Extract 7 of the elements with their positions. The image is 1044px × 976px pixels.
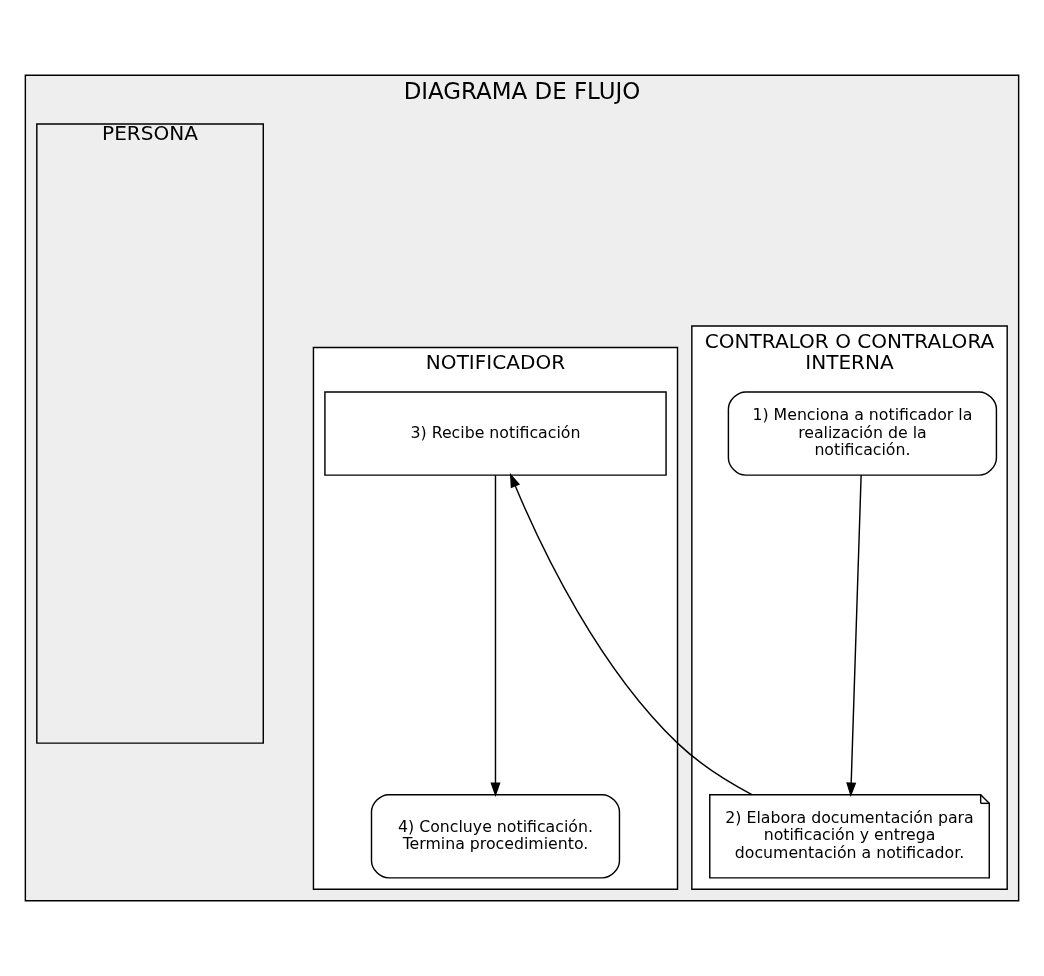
arrow <box>509 473 753 796</box>
arrow <box>490 474 501 797</box>
node-box: 1) Menciona a notificador la realización de la notificación. <box>727 391 998 476</box>
arrow <box>846 474 862 797</box>
node-box: PERSONA <box>36 123 264 744</box>
node-box: 4) Concluye notificación. Termina procedimiento. <box>370 794 621 879</box>
node-box: 3) Recibe notificación <box>324 391 667 476</box>
